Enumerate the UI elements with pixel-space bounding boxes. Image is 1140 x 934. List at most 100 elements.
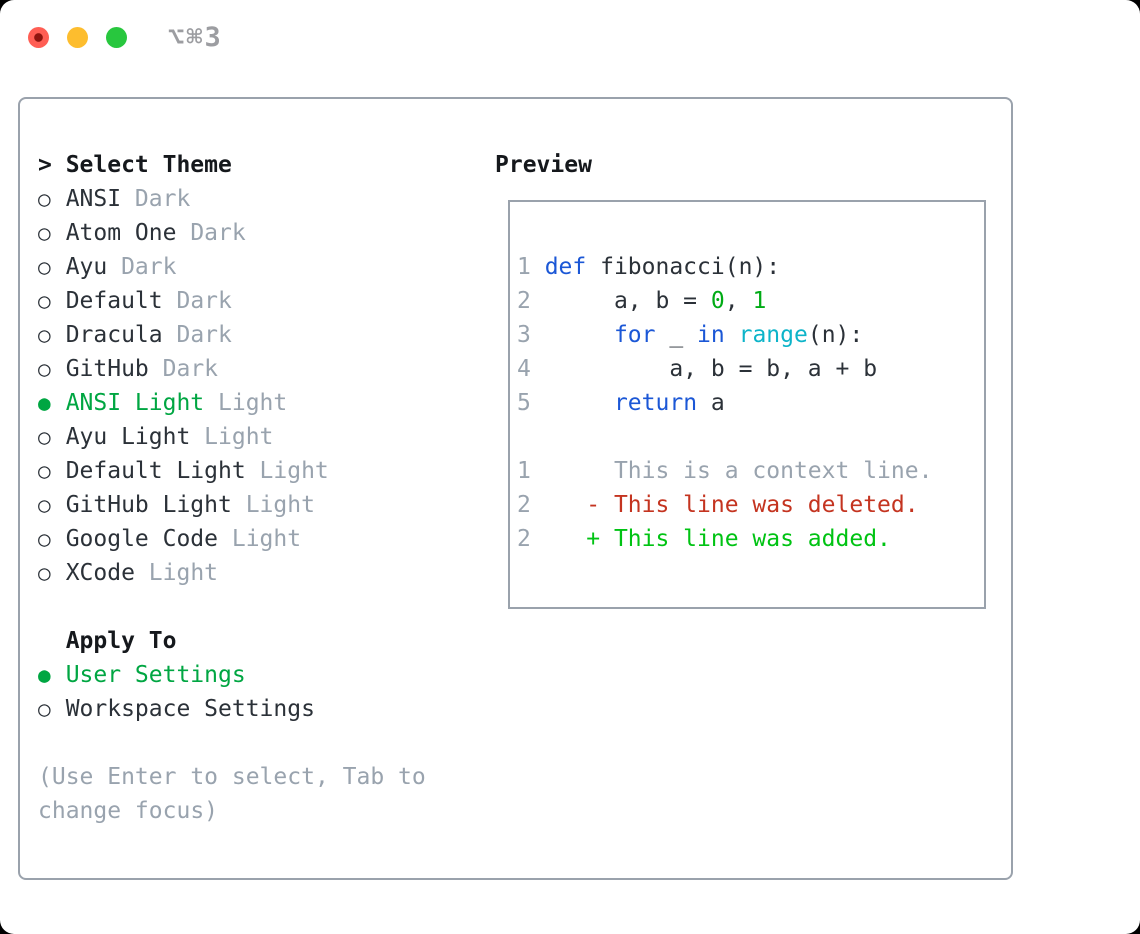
theme-option-dracula[interactable]: ○ Dracula Dark <box>38 318 426 352</box>
code-token: for <box>613 322 656 348</box>
line-number: 5 <box>517 390 545 416</box>
code-token: fibonacci(n): <box>586 254 781 280</box>
line-number: 4 <box>517 356 545 382</box>
theme-name: Default <box>65 288 163 314</box>
theme-variant: Dark <box>121 254 177 280</box>
diff-line: 2 + This line was added. <box>517 522 984 556</box>
radio-selected-icon: ● <box>38 391 51 415</box>
radio-unselected-icon: ○ <box>38 255 51 279</box>
radio-unselected-icon: ○ <box>38 221 51 245</box>
zoom-button[interactable] <box>106 27 127 48</box>
theme-variant: Dark <box>190 220 246 246</box>
spacer <box>38 590 426 624</box>
code-token <box>545 322 614 348</box>
radio-unselected-icon: ○ <box>38 493 51 517</box>
theme-option-xcode[interactable]: ○ XCode Light <box>38 556 426 590</box>
apply-option-workspace-settings[interactable]: ○ Workspace Settings <box>38 692 426 726</box>
theme-variant: Light <box>204 424 274 450</box>
theme-variant: Dark <box>176 322 232 348</box>
code-token: 0 <box>710 288 725 314</box>
prompt-caret-icon: > <box>38 152 52 178</box>
code-line: 5 return a <box>517 386 984 420</box>
spacer <box>38 726 426 760</box>
theme-option-default[interactable]: ○ Default Dark <box>38 284 426 318</box>
code-token: (n): <box>807 322 864 348</box>
code-token <box>545 390 614 416</box>
diff-preview: 1 This is a context line.2 - This line w… <box>517 454 984 556</box>
radio-unselected-icon: ○ <box>38 289 51 313</box>
code-token: a, b = <box>544 288 711 314</box>
code-token: _ <box>655 322 698 348</box>
diff-line: 1 This is a context line. <box>517 454 984 488</box>
line-number: 2 <box>517 288 545 314</box>
code-line: 3 for _ in range(n): <box>517 318 984 352</box>
theme-name: XCode <box>65 560 135 586</box>
radio-unselected-icon: ○ <box>38 697 51 721</box>
line-number: 1 <box>517 254 545 280</box>
code-token: def <box>544 254 587 280</box>
code-token: return <box>613 390 698 416</box>
radio-unselected-icon: ○ <box>38 425 51 449</box>
theme-variant: Dark <box>176 288 232 314</box>
code-line: 1 def fibonacci(n): <box>517 250 984 284</box>
line-number: 3 <box>517 322 545 348</box>
close-button[interactable] <box>28 27 49 48</box>
code-line: 4 a, b = b, a + b <box>517 352 984 386</box>
radio-unselected-icon: ○ <box>38 357 51 381</box>
code-token: range <box>738 322 808 348</box>
minimize-button[interactable] <box>67 27 88 48</box>
theme-name: ANSI <box>65 186 122 212</box>
theme-name: Ayu Light <box>65 424 191 450</box>
code-token: 1 <box>752 288 767 314</box>
line-number: 2 <box>517 526 545 552</box>
radio-selected-icon: ● <box>38 663 51 687</box>
preview-header-label: Preview <box>495 152 592 178</box>
code-line: 2 a, b = 0, 1 <box>517 284 984 318</box>
apply-option-label: Workspace Settings <box>65 696 315 722</box>
theme-option-ayu-light[interactable]: ○ Ayu Light Light <box>38 420 426 454</box>
code-token: - This line was deleted. <box>544 492 919 518</box>
code-token: a <box>697 390 725 416</box>
radio-unselected-icon: ○ <box>38 527 51 551</box>
theme-variant: Dark <box>162 356 219 382</box>
diff-line: 2 - This line was deleted. <box>517 488 984 522</box>
code-token: , <box>724 288 753 314</box>
theme-variant: Light <box>218 390 288 416</box>
theme-name: Dracula <box>65 322 163 348</box>
select-theme-header: >Select Theme <box>38 148 426 182</box>
theme-option-github-light[interactable]: ○ GitHub Light Light <box>38 488 426 522</box>
theme-option-ansi-light[interactable]: ● ANSI Light Light <box>38 386 426 420</box>
radio-unselected-icon: ○ <box>38 561 51 585</box>
theme-name: Atom One <box>65 220 177 246</box>
apply-to-options: ●User Settings ○ Workspace Settings <box>38 658 426 726</box>
theme-option-atom-one[interactable]: ○ Atom One Dark <box>38 216 426 250</box>
theme-variant: Light <box>245 492 315 518</box>
code-token: This is a context line. <box>544 458 933 484</box>
radio-unselected-icon: ○ <box>38 187 51 211</box>
title-bar: ⌥⌘3 <box>0 0 1140 60</box>
preview-header: Preview <box>495 148 592 182</box>
radio-unselected-icon: ○ <box>38 459 51 483</box>
theme-name: GitHub Light <box>65 492 232 518</box>
theme-variant: Light <box>148 560 219 586</box>
radio-unselected-icon: ○ <box>38 323 51 347</box>
window-title: ⌥⌘3 <box>168 22 223 53</box>
theme-name: ANSI Light <box>65 390 205 416</box>
theme-name: GitHub <box>65 356 149 382</box>
apply-to-header: Apply To <box>38 624 426 658</box>
code-token: + This line was added. <box>544 526 891 552</box>
theme-variant: Light <box>259 458 329 484</box>
apply-to-header-label: Apply To <box>65 628 177 654</box>
theme-option-github[interactable]: ○ GitHub Dark <box>38 352 426 386</box>
line-number: 1 <box>517 458 545 484</box>
apply-option-user-settings[interactable]: ●User Settings <box>38 658 426 692</box>
